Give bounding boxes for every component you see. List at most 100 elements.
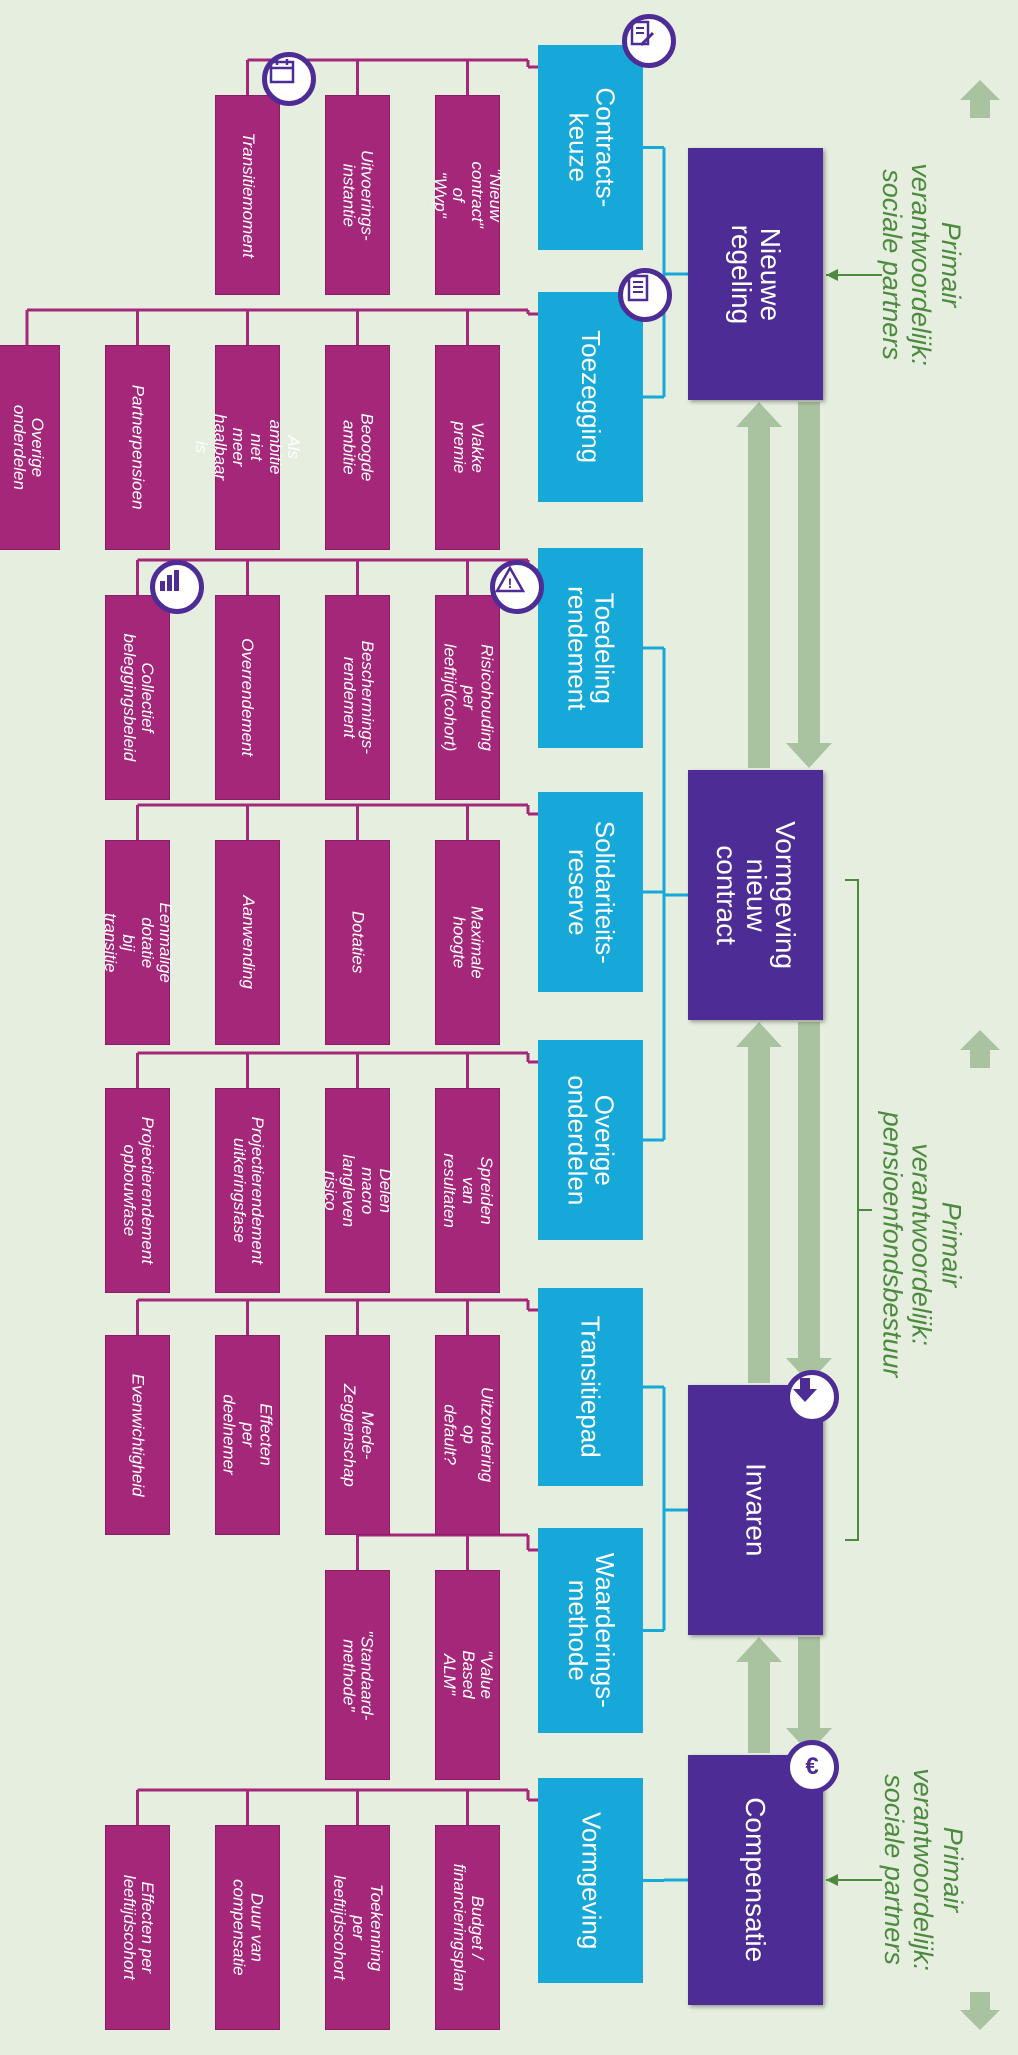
sub-node-6-label: Transitiepad: [576, 1315, 607, 1459]
item-7-2-label: "Standaard- methode": [339, 1629, 377, 1721]
item-8-2: Toekenning per leeftijdscohort: [325, 1825, 390, 2030]
sub-node-7: Waarderings- methode: [538, 1528, 643, 1733]
bar-chart-icon: [150, 560, 204, 614]
item-7-1: "Value Based ALM": [435, 1570, 500, 1780]
sub-node-7-label: Waarderings- methode: [562, 1552, 620, 1709]
item-3-2: Beschermings- rendement: [325, 595, 390, 800]
item-2-4: Partnerpensioen: [105, 345, 170, 550]
item-3-2-label: Beschermings- rendement: [339, 640, 377, 755]
euro-icon: €: [785, 1740, 839, 1794]
item-4-1-label: Maximale hoogte: [449, 906, 487, 979]
sub-node-8-label: Vormgeving: [576, 1811, 607, 1950]
item-4-4: Eenmalige dotatie bij transitie: [101, 840, 175, 1045]
item-2-1: Vlakke premie: [435, 345, 500, 550]
item-3-1: Risicohouding per leeftijd(cohort): [435, 595, 500, 800]
sub-node-8: Vormgeving: [538, 1778, 643, 1983]
sub-node-3: Toedeling rendement: [538, 548, 643, 748]
item-4-3: Aanwending: [215, 840, 280, 1045]
item-5-1: Spreiden van resultaten: [435, 1088, 500, 1293]
flow-arrow-up-3: [736, 1637, 782, 1753]
responsibility-bracket: [845, 879, 859, 1541]
main-node-2: Vormgeving nieuw contract: [688, 770, 823, 1020]
main-node-2-label: Vormgeving nieuw contract: [710, 821, 801, 969]
item-3-4: Collectief beleggingsbeleid: [105, 595, 170, 800]
item-2-2: Beoogde ambitie: [325, 345, 390, 550]
item-2-4-label: Partnerpensioen: [128, 385, 148, 510]
contract-icon: [622, 14, 676, 68]
sub-node-5-label: Overige onderdelen: [562, 1074, 620, 1206]
item-6-2-label: Mede- Zeggenschap: [339, 1383, 377, 1487]
item-2-1-label: Vlakke premie: [449, 421, 487, 474]
responsibility-arrow-bottom: [960, 1992, 1000, 2030]
item-1-2: Uitvoerings- instantie: [325, 95, 390, 295]
item-6-4-label: Evenwichtigheid: [128, 1373, 148, 1497]
down-arrow-icon: [785, 1370, 839, 1424]
sub-node-2-label: Toezegging: [576, 330, 607, 464]
responsibility-arrow-top: [960, 80, 1000, 118]
sub-node-4-label: Solidariteits- reserve: [562, 820, 620, 964]
flow-arrow-down-2: [786, 1022, 832, 1383]
responsibility-middle: Primair verantwoordelijk: pensioenfondsb…: [876, 1030, 967, 1460]
item-5-2-label: Delen macro langleven risico: [321, 1154, 396, 1227]
item-2-5-label: Overige onderdelen: [9, 404, 47, 491]
euro-glyph: €: [805, 1753, 819, 1780]
item-8-2-label: Toekenning per leeftijdscohort: [330, 1875, 387, 1980]
item-1-1: "Nieuw contract" of "Wvp": [431, 95, 505, 295]
item-2-3-label: Als ambitie niet meer haalbaar is: [192, 414, 304, 481]
sub-node-5: Overige onderdelen: [538, 1040, 643, 1240]
sub-node-1: Contracts- keuze: [538, 45, 643, 250]
sub-node-4: Solidariteits- reserve: [538, 792, 643, 992]
item-8-4-label: Effecten per leeftijdscohort: [119, 1875, 157, 1980]
item-5-4: Projectierendement opbouwfase: [105, 1088, 170, 1293]
main-node-4-label: Compensatie: [740, 1797, 772, 1963]
responsibility-bottom-text: Primair verantwoordelijk: sociale partne…: [878, 1768, 969, 1972]
item-4-3-label: Aanwending: [238, 895, 258, 990]
item-4-4-label: Eenmalige dotatie bij transitie: [101, 902, 176, 983]
item-8-1-label: Budget / financieringsplan: [449, 1863, 487, 1992]
item-8-1: Budget / financieringsplan: [435, 1825, 500, 2030]
flow-arrow-up-2: [736, 1022, 782, 1383]
item-5-3-label: Projectierendement uitkeringsfase: [229, 1116, 267, 1265]
warning-icon: !: [490, 560, 544, 614]
responsibility-top-text: Primair verantwoordelijk: sociale partne…: [876, 163, 966, 367]
item-6-2: Mede- Zeggenschap: [325, 1335, 390, 1535]
flow-arrow-down-1: [786, 402, 832, 768]
item-3-4-label: Collectief beleggingsbeleid: [119, 633, 157, 762]
item-7-1-label: "Value Based ALM": [440, 1650, 497, 1700]
item-1-2-label: Uitvoerings- instantie: [339, 149, 377, 241]
item-5-1-label: Spreiden van resultaten: [440, 1153, 497, 1228]
item-5-4-label: Projectierendement opbouwfase: [119, 1116, 157, 1265]
main-node-1: Nieuwe regeling: [688, 148, 823, 400]
item-1-3-label: Transitiemoment: [238, 132, 258, 258]
item-6-1-label: Uitzondering op default?: [440, 1387, 497, 1483]
item-8-3-label: Duur van compensatie: [229, 1879, 267, 1976]
sub-node-1-label: Contracts- keuze: [562, 87, 620, 208]
main-node-1-label: Nieuwe regeling: [725, 224, 786, 324]
item-2-2-label: Beoogde ambitie: [339, 413, 377, 482]
responsibility-pointer-top-head: [826, 269, 838, 281]
responsibility-middle-text: Primair verantwoordelijk: pensioenfondsb…: [876, 1112, 967, 1378]
main-node-3-label: Invaren: [740, 1463, 772, 1557]
item-1-1-label: "Nieuw contract" of "Wvp": [431, 161, 506, 229]
item-7-2: "Standaard- methode": [325, 1570, 390, 1780]
item-5-3: Projectierendement uitkeringsfase: [215, 1088, 280, 1293]
item-4-2-label: Dotaties: [348, 911, 368, 974]
sub-node-6: Transitiepad: [538, 1288, 643, 1486]
item-8-4: Effecten per leeftijdscohort: [105, 1825, 170, 2030]
item-6-3: Effecten per deelnemer: [215, 1335, 280, 1535]
item-2-5: Overige onderdelen: [0, 345, 60, 550]
svg-text:!: !: [508, 575, 513, 591]
item-5-2: Delen macro langleven risico: [321, 1088, 395, 1293]
item-4-1: Maximale hoogte: [435, 840, 500, 1045]
item-2-3: Als ambitie niet meer haalbaar is: [193, 345, 304, 550]
calendar-icon: [262, 52, 316, 106]
item-6-3-label: Effecten per deelnemer: [220, 1394, 277, 1476]
main-node-3: Invaren: [688, 1385, 823, 1635]
item-6-1: Uitzondering op default?: [435, 1335, 500, 1535]
responsibility-bottom: Primair verantwoordelijk: sociale partne…: [878, 1700, 969, 2040]
flow-arrow-up-1: [736, 402, 782, 768]
item-3-3: Overrendement: [215, 595, 280, 800]
sub-node-2: Toezegging: [538, 292, 643, 502]
item-6-4: Evenwichtigheid: [105, 1335, 170, 1535]
responsibility-arrow-middle: [960, 1030, 1000, 1068]
